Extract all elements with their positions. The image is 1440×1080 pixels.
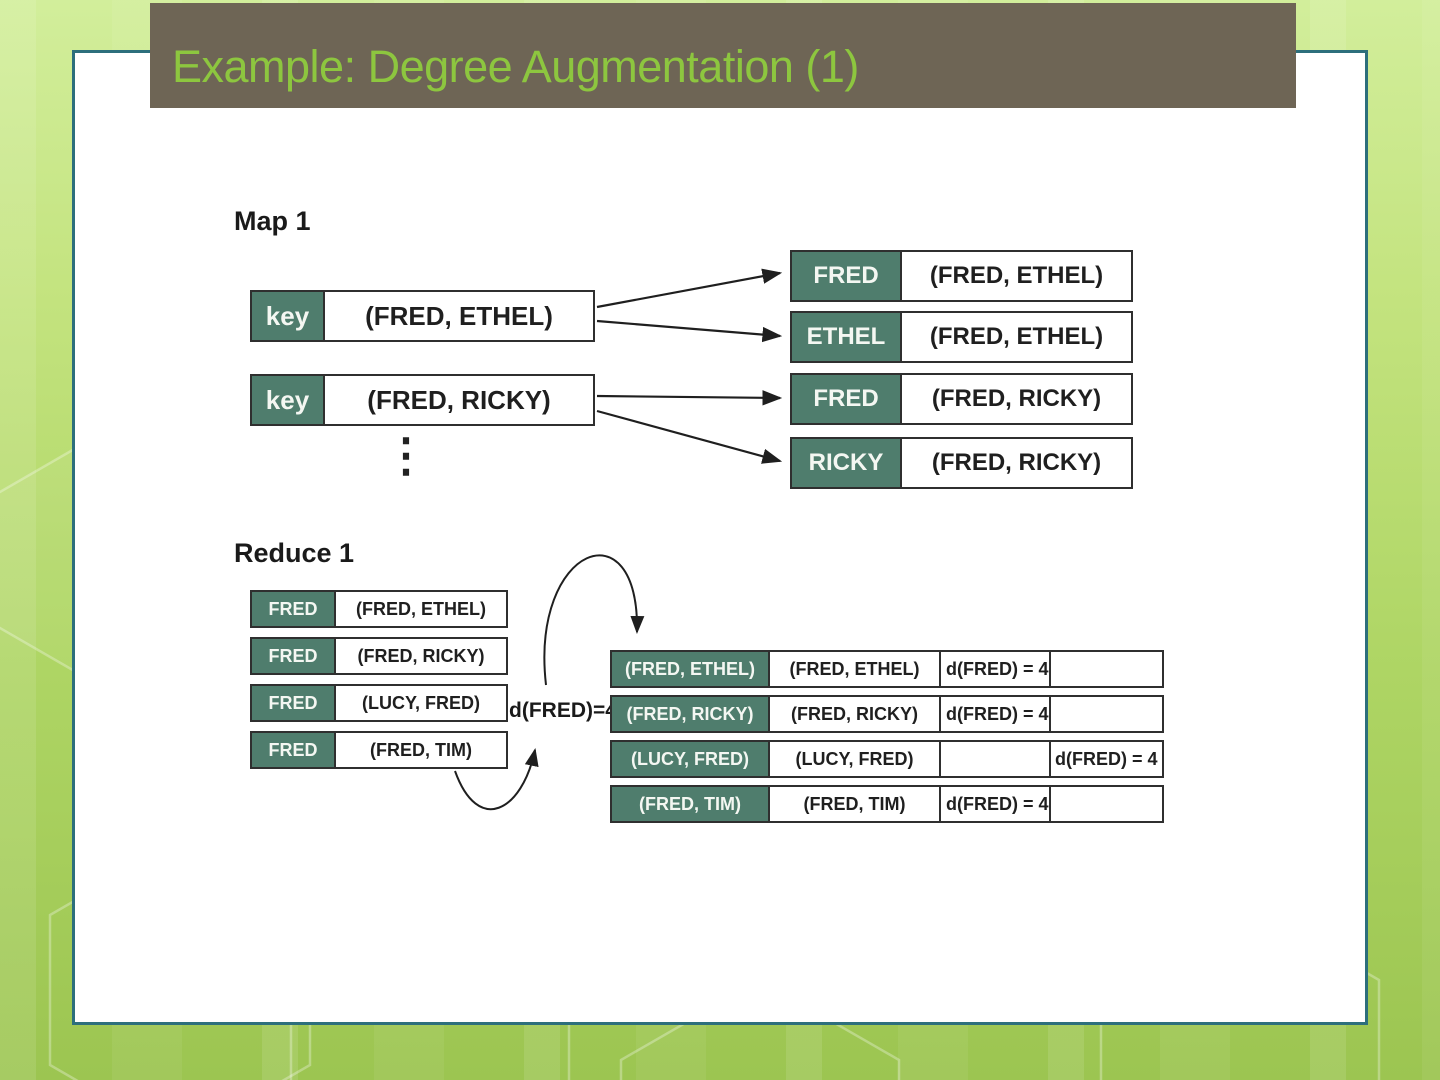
value-cell: (FRED, ETHEL)	[356, 598, 486, 619]
key-cell: FRED	[252, 592, 336, 626]
value-cell: (FRED, ETHEL)	[365, 300, 553, 331]
key-cell: FRED	[252, 639, 336, 673]
value-cell: (FRED, TIM)	[768, 785, 941, 823]
ellipsis-dots: ⋮	[383, 429, 429, 481]
reduce1-output-row: (LUCY, FRED) (LUCY, FRED) d(FRED) = 4	[610, 740, 1164, 778]
reduce1-output-row: (FRED, TIM) (FRED, TIM) d(FRED) = 4	[610, 785, 1164, 823]
value-cell: (FRED, RICKY)	[357, 645, 485, 666]
map1-output-row: FRED (FRED, RICKY)	[790, 373, 1133, 425]
value-cell: (FRED, TIM)	[370, 739, 472, 760]
value-cell: (FRED, RICKY)	[367, 384, 551, 415]
slide-title-bar: Example: Degree Augmentation (1)	[150, 3, 1296, 108]
reduce1-output-row: (FRED, RICKY) (FRED, RICKY) d(FRED) = 4	[610, 695, 1164, 733]
key-cell: RICKY	[792, 439, 902, 487]
reduce1-input-row: FRED (LUCY, FRED)	[250, 684, 508, 722]
degree-cell-2	[1049, 785, 1164, 823]
value-cell: (FRED, RICKY)	[768, 695, 941, 733]
map1-label: Map 1	[234, 206, 311, 236]
key-cell: FRED	[792, 375, 902, 423]
key-cell: (FRED, TIM)	[610, 785, 770, 823]
key-cell: FRED	[252, 686, 336, 720]
value-cell: (FRED, RICKY)	[931, 385, 1102, 412]
key-cell: key	[252, 376, 325, 424]
key-cell: ETHEL	[792, 313, 902, 361]
degree-cell-2: d(FRED) = 4	[1049, 740, 1164, 778]
map1-input-row: key (FRED, RICKY)	[250, 374, 595, 426]
value-cell: (FRED, ETHEL)	[929, 262, 1104, 289]
value-cell: (FRED, RICKY)	[931, 449, 1102, 476]
key-cell: key	[252, 292, 325, 340]
map1-output-row: FRED (FRED, ETHEL)	[790, 250, 1133, 302]
degree-cell-2	[1049, 650, 1164, 688]
degree-cell: d(FRED) = 4	[939, 695, 1051, 733]
reduce1-output-row: (FRED, ETHEL) (FRED, ETHEL) d(FRED) = 4	[610, 650, 1164, 688]
reduce1-input-row: FRED (FRED, TIM)	[250, 731, 508, 769]
degree-cell: d(FRED) = 4	[939, 785, 1051, 823]
slide-title: Example: Degree Augmentation (1)	[172, 40, 859, 92]
degree-annotation: d(FRED)=4	[509, 699, 617, 722]
degree-cell-2	[1049, 695, 1164, 733]
degree-cell	[939, 740, 1051, 778]
map1-output-row: RICKY (FRED, RICKY)	[790, 437, 1133, 489]
map1-output-row: ETHEL (FRED, ETHEL)	[790, 311, 1133, 363]
reduce1-label: Reduce 1	[234, 538, 355, 568]
degree-cell: d(FRED) = 4	[939, 650, 1051, 688]
key-cell: (FRED, ETHEL)	[610, 650, 770, 688]
key-cell: (LUCY, FRED)	[610, 740, 770, 778]
value-cell: (LUCY, FRED)	[768, 740, 941, 778]
map-arrow-2	[596, 319, 783, 343]
reduce1-input-row: FRED (FRED, ETHEL)	[250, 590, 508, 628]
reduce1-input-row: FRED (FRED, RICKY)	[250, 637, 508, 675]
map-arrow-3	[596, 390, 783, 406]
key-cell: (FRED, RICKY)	[610, 695, 770, 733]
map-arrow-4	[596, 409, 783, 464]
key-cell: FRED	[792, 252, 902, 300]
map-arrow-1	[596, 268, 783, 309]
map1-input-row: key (FRED, ETHEL)	[250, 290, 595, 342]
value-cell: (FRED, ETHEL)	[768, 650, 941, 688]
value-cell: (FRED, ETHEL)	[929, 323, 1104, 350]
key-cell: FRED	[252, 733, 336, 767]
value-cell: (LUCY, FRED)	[362, 692, 480, 713]
